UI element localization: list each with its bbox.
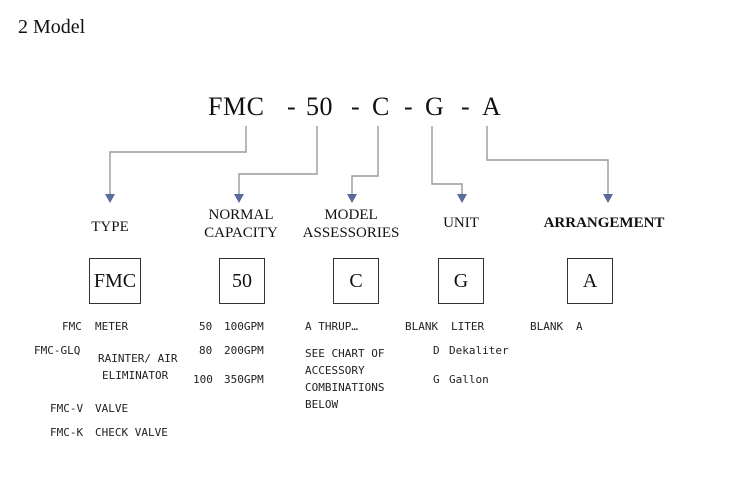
- unit-option-desc: Dekaliter: [449, 344, 509, 357]
- connector-type: [109, 126, 247, 196]
- unit-option-desc: LITER: [451, 320, 485, 333]
- category-capacity-line2: CAPACITY: [204, 225, 278, 241]
- model-code-model: C: [372, 92, 390, 121]
- type-option-desc: METER: [95, 320, 129, 333]
- box-unit: G: [438, 258, 484, 304]
- arrangement-option-desc: A: [576, 320, 583, 333]
- capacity-option-desc: 350GPM: [224, 373, 264, 386]
- type-option-desc: VALVE: [95, 402, 129, 415]
- capacity-option-code: 50: [199, 320, 213, 333]
- type-option-desc: CHECK VALVE: [95, 426, 168, 439]
- model-code-capacity: 50: [306, 92, 333, 121]
- category-arrangement: ARRANGEMENT: [543, 215, 665, 231]
- section-title: 2 Model: [18, 16, 86, 38]
- model-code-dash: -: [461, 92, 471, 121]
- category-model-line2: ASSESSORIES: [302, 225, 400, 241]
- unit-option-code: BLANK: [405, 320, 439, 333]
- box-capacity: 50: [219, 258, 265, 304]
- type-option-desc: ELIMINATOR: [102, 369, 169, 382]
- arrowhead-unit: [457, 194, 467, 203]
- model-option-line: SEE CHART OF: [305, 347, 385, 360]
- model-code-dash: -: [351, 92, 361, 121]
- arrowhead-arrangement: [603, 194, 613, 203]
- type-option-code: FMC-K: [50, 426, 84, 439]
- type-option-code: FMC-V: [50, 402, 84, 415]
- capacity-option-desc: 200GPM: [224, 344, 264, 357]
- unit-option-desc: Gallon: [449, 373, 489, 386]
- capacity-option-desc: 100GPM: [224, 320, 264, 333]
- model-option-line: A THRUP…: [305, 320, 358, 333]
- connector-arrangement: [486, 126, 609, 196]
- box-arrangement: A: [567, 258, 613, 304]
- connector-capacity: [238, 126, 318, 196]
- arrangement-option-code: BLANK: [530, 320, 564, 333]
- model-code-arrangement: A: [482, 92, 502, 121]
- category-unit: UNIT: [443, 215, 479, 231]
- category-capacity-line1: NORMAL: [208, 207, 274, 223]
- capacity-option-code: 100: [193, 373, 213, 386]
- type-option-desc: RAINTER/ AIR: [98, 352, 178, 365]
- model-code-type: FMC: [208, 92, 265, 121]
- model-option-line: COMBINATIONS: [305, 381, 385, 394]
- box-type: FMC: [89, 258, 141, 304]
- arrowhead-model: [347, 194, 357, 203]
- model-code-unit: G: [425, 92, 445, 121]
- category-type: TYPE: [91, 219, 129, 235]
- type-option-code: FMC: [62, 320, 82, 333]
- arrowhead-type: [105, 194, 115, 203]
- model-option-line: ACCESSORY: [305, 364, 365, 377]
- arrowhead-capacity: [234, 194, 244, 203]
- unit-option-code: G: [433, 373, 440, 386]
- category-model-line1: MODEL: [324, 207, 378, 223]
- connector-model: [351, 126, 379, 196]
- capacity-option-code: 80: [199, 344, 213, 357]
- connector-unit: [431, 126, 463, 196]
- model-option-line: BELOW: [305, 398, 339, 411]
- model-code-dash: -: [287, 92, 297, 121]
- type-option-code: FMC-GLQ: [34, 344, 81, 357]
- model-code-dash: -: [404, 92, 414, 121]
- unit-option-code: D: [433, 344, 440, 357]
- box-model: C: [333, 258, 379, 304]
